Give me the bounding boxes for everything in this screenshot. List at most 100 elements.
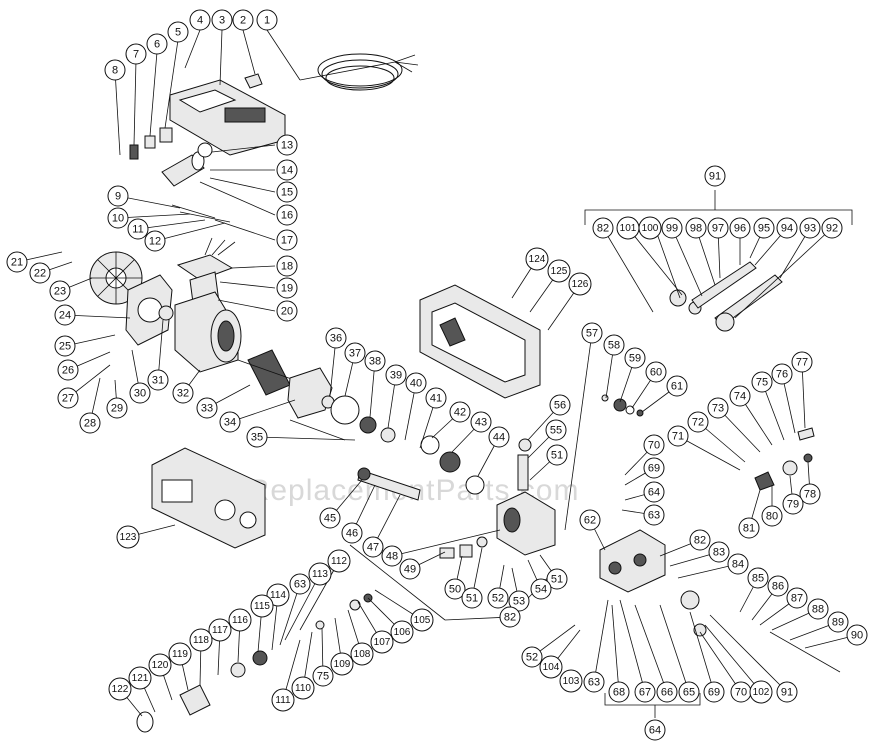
stator-housing bbox=[174, 291, 242, 373]
callout-c121: 121 bbox=[128, 666, 152, 690]
callout-c115: 115 bbox=[250, 594, 274, 618]
callout-number: 59 bbox=[629, 353, 641, 365]
callout-balloon bbox=[685, 217, 707, 239]
callout-balloon bbox=[344, 342, 366, 364]
callout-balloon bbox=[271, 688, 295, 712]
callout-number: 121 bbox=[132, 673, 149, 684]
callout-c69b: 69 bbox=[703, 681, 725, 703]
callout-number: 36 bbox=[330, 333, 342, 345]
callout-balloon bbox=[128, 666, 152, 690]
callout-c92: 92 bbox=[821, 217, 843, 239]
callout-c18: 18 bbox=[276, 255, 298, 277]
callout-c67: 67 bbox=[634, 681, 656, 703]
callout-number: 110 bbox=[295, 683, 311, 694]
callout-c114: 114 bbox=[266, 583, 290, 607]
callout-balloon bbox=[747, 567, 769, 589]
callout-balloon bbox=[704, 165, 726, 187]
callout-balloon bbox=[782, 493, 804, 515]
callout-balloon bbox=[127, 218, 149, 240]
callout-c102: 102 bbox=[749, 680, 773, 704]
callout-number: 30 bbox=[134, 388, 146, 400]
callout-number: 97 bbox=[712, 223, 724, 235]
callout-number: 70 bbox=[648, 440, 660, 452]
end-cover-hub bbox=[137, 297, 163, 323]
gun-part bbox=[252, 650, 268, 666]
callout-number: 116 bbox=[232, 615, 248, 626]
callout-balloon bbox=[362, 536, 384, 558]
callout-number: 4 bbox=[197, 15, 203, 27]
callout-number: 99 bbox=[666, 223, 678, 235]
callout-c86: 86 bbox=[767, 575, 789, 597]
callout-c23: 23 bbox=[49, 280, 71, 302]
callout-balloon bbox=[729, 217, 751, 239]
callout-balloon bbox=[581, 322, 603, 344]
callout-number: 77 bbox=[796, 357, 808, 369]
callout-c119: 119 bbox=[168, 642, 192, 666]
callout-balloon bbox=[579, 509, 601, 531]
ring bbox=[636, 409, 644, 417]
callout-c34: 34 bbox=[219, 411, 241, 433]
callout-balloon bbox=[364, 350, 386, 372]
callout-c89: 89 bbox=[827, 611, 849, 633]
callout-balloon bbox=[390, 620, 414, 644]
callout-number: 33 bbox=[201, 403, 213, 415]
callout-balloon bbox=[425, 387, 447, 409]
callout-balloon bbox=[125, 43, 147, 65]
callout-balloon bbox=[592, 217, 614, 239]
callout-c61: 61 bbox=[666, 375, 688, 397]
callout-number: 95 bbox=[758, 223, 770, 235]
callout-balloon bbox=[167, 21, 189, 43]
callout-balloon bbox=[749, 680, 773, 704]
callout-number: 69 bbox=[708, 687, 720, 699]
callout-c13: 13 bbox=[276, 134, 298, 156]
callout-number: 31 bbox=[152, 375, 164, 387]
callout-c98: 98 bbox=[685, 217, 707, 239]
callout-c99: 99 bbox=[661, 217, 683, 239]
callout-number: 92 bbox=[826, 223, 838, 235]
callout-c20: 20 bbox=[276, 300, 298, 322]
callout-number: 20 bbox=[281, 306, 293, 318]
nozzle-tip bbox=[715, 312, 735, 332]
callout-number: 63 bbox=[648, 510, 660, 522]
callout-c75b: 75 bbox=[312, 665, 334, 687]
callout-c43: 43 bbox=[470, 411, 492, 433]
callout-number: 7 bbox=[133, 49, 139, 61]
callout-number: 113 bbox=[312, 569, 328, 580]
callout-number: 13 bbox=[281, 140, 293, 152]
callout-balloon bbox=[645, 361, 667, 383]
callout-number: 84 bbox=[732, 559, 744, 571]
callout-c57: 57 bbox=[581, 322, 603, 344]
callout-c41: 41 bbox=[425, 387, 447, 409]
switch-box bbox=[169, 73, 286, 156]
callout-c37: 37 bbox=[344, 342, 366, 364]
callout-balloon bbox=[319, 507, 341, 529]
callout-balloon bbox=[196, 397, 218, 419]
callout-balloon bbox=[488, 426, 510, 448]
callout-balloon bbox=[643, 434, 665, 456]
callout-c47: 47 bbox=[362, 536, 384, 558]
callout-c46: 46 bbox=[341, 522, 363, 544]
callout-balloon bbox=[530, 578, 552, 600]
motor-cover bbox=[151, 447, 266, 549]
callout-c63b: 63 bbox=[583, 671, 605, 693]
callout-balloon bbox=[761, 505, 783, 527]
callout-c82c: 82 bbox=[592, 217, 614, 239]
callout-balloon bbox=[189, 628, 213, 652]
callout-c97: 97 bbox=[707, 217, 729, 239]
callout-number: 89 bbox=[832, 617, 844, 629]
callout-c91b: 91 bbox=[776, 681, 798, 703]
callout-c40: 40 bbox=[405, 372, 427, 394]
callout-number: 11 bbox=[132, 224, 143, 236]
callout-number: 70 bbox=[735, 687, 747, 699]
callout-balloon bbox=[54, 304, 76, 326]
callout-balloon bbox=[129, 382, 151, 404]
callout-c77: 77 bbox=[791, 351, 813, 373]
callout-number: 55 bbox=[550, 425, 562, 437]
callout-c123: 123 bbox=[116, 525, 140, 549]
callout-balloon bbox=[370, 630, 394, 654]
callout-number: 29 bbox=[111, 403, 123, 415]
bearing bbox=[380, 427, 396, 443]
callout-c51c: 51 bbox=[546, 568, 568, 590]
callout-c93: 93 bbox=[799, 217, 821, 239]
callout-c56: 56 bbox=[549, 394, 571, 416]
